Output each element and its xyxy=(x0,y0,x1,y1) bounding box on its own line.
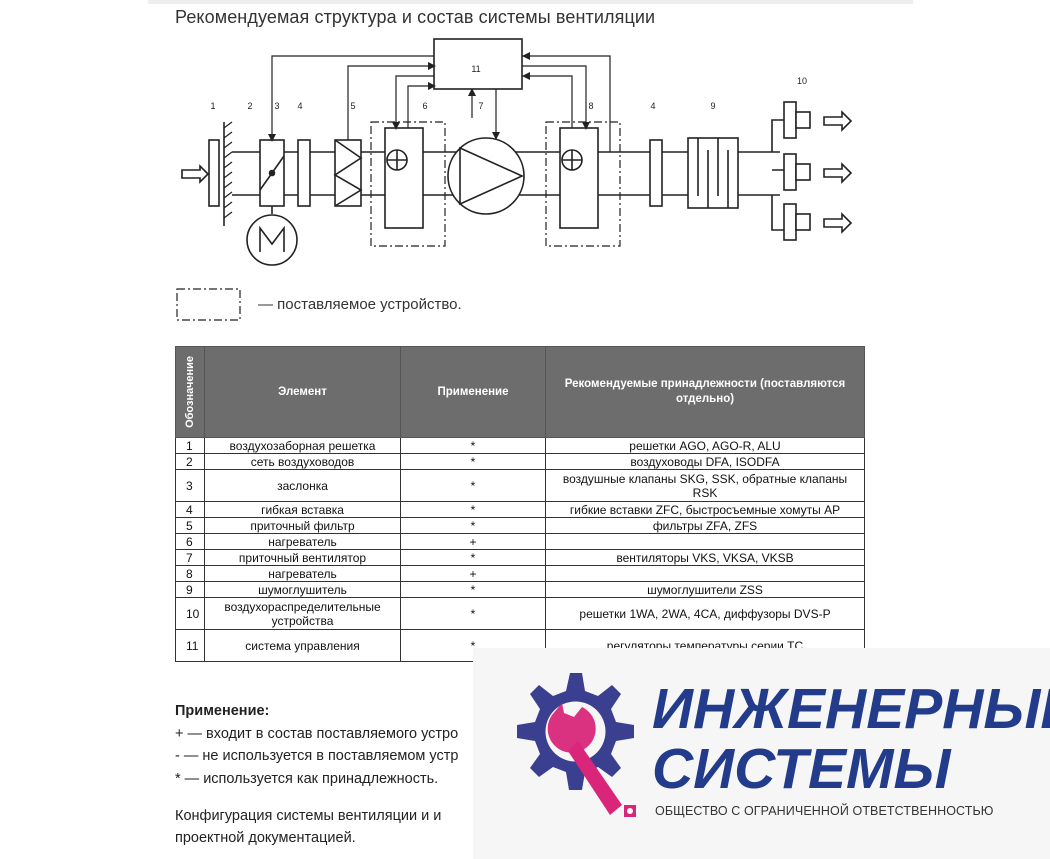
table-header-row: Обозначение Элемент Применение Рекоменду… xyxy=(175,346,865,438)
cell-app: + xyxy=(400,533,546,550)
cell-acc: решетки AGO, AGO-R, ALU xyxy=(545,437,865,454)
diagram-label-4: 4 xyxy=(297,101,302,111)
ventilation-schematic: 1 2 3 4 5 6 7 8 4 9 10 11 xyxy=(176,38,853,321)
cell-num: 1 xyxy=(175,437,205,454)
table-row: 9 шумоглушитель * шумоглушители ZSS xyxy=(175,581,865,598)
notes: Применение: + — входит в состав поставля… xyxy=(175,700,458,790)
cell-app: + xyxy=(400,565,546,582)
cell-acc: решетки 1WA, 2WA, 4CA, диффузоры DVS-P xyxy=(545,597,865,630)
footer-line-1: Конфигурация системы вентиляции и и xyxy=(175,808,442,824)
cell-element: гибкая вставка xyxy=(204,501,401,518)
logo-subtitle: ОБЩЕСТВО С ОГРАНИЧЕННОЙ ОТВЕТСТВЕННОСТЬЮ xyxy=(655,804,994,818)
cell-num: 7 xyxy=(175,549,205,566)
top-divider xyxy=(148,0,913,4)
cell-num: 2 xyxy=(175,453,205,470)
cell-num: 11 xyxy=(175,629,205,662)
diagram-label-5: 5 xyxy=(350,101,355,111)
table-row: 4 гибкая вставка * гибкие вставки ZFC, б… xyxy=(175,501,865,518)
logo-name-line1: ИНЖЕНЕРНЫЕ xyxy=(652,677,1050,741)
footer-line-2: проектной документацией. xyxy=(175,830,356,846)
cell-num: 10 xyxy=(175,597,205,630)
diagram-label-9: 9 xyxy=(710,101,715,111)
table-row: 3 заслонка * воздушные клапаны SKG, SSK,… xyxy=(175,469,865,502)
cell-element: приточный фильтр xyxy=(204,517,401,534)
table-row: 10 воздухораспределительные устройства *… xyxy=(175,597,865,630)
cell-num: 5 xyxy=(175,517,205,534)
footer-text: Конфигурация системы вентиляции и и прое… xyxy=(175,805,441,849)
note-minus: - — не используется в поставляемом устр xyxy=(175,748,459,764)
cell-num: 4 xyxy=(175,501,205,518)
spec-table: Обозначение Элемент Применение Рекоменду… xyxy=(175,346,865,662)
cell-acc xyxy=(545,533,865,550)
cell-element: заслонка xyxy=(204,469,401,502)
table-row: 6 нагреватель + xyxy=(175,533,865,550)
cell-element: сеть воздуховодов xyxy=(204,453,401,470)
cell-app: * xyxy=(400,437,546,454)
table-row: 2 сеть воздуховодов * воздуховоды DFA, I… xyxy=(175,453,865,470)
cell-acc: шумоглушители ZSS xyxy=(545,581,865,598)
cell-acc: воздуховоды DFA, ISODFA xyxy=(545,453,865,470)
note-plus: + — входит в состав поставляемого устро xyxy=(175,725,459,742)
diagram-label-7: 7 xyxy=(478,101,483,111)
diagram-label-6: 6 xyxy=(422,101,427,111)
cell-app: * xyxy=(400,517,546,534)
page-title: Рекомендуемая структура и состав системы… xyxy=(175,7,656,27)
cell-element: система управления xyxy=(204,629,401,662)
cell-app: * xyxy=(400,597,546,630)
diagram-label-8: 8 xyxy=(588,101,593,111)
header-accessories: Рекомендуемые принадлежности (поставляют… xyxy=(545,346,865,438)
table-row: 1 воздухозаборная решетка * решетки AGO,… xyxy=(175,437,865,454)
cell-num: 6 xyxy=(175,533,205,550)
cell-element: воздухозаборная решетка xyxy=(204,437,401,454)
cell-element: нагреватель xyxy=(204,565,401,582)
table-row: 8 нагреватель + xyxy=(175,565,865,582)
cell-acc: гибкие вставки ZFC, быстросъемные хомуты… xyxy=(545,501,865,518)
cell-app: * xyxy=(400,581,546,598)
header-element: Элемент xyxy=(204,346,401,438)
diagram-label-3: 3 xyxy=(274,101,279,111)
cell-app: * xyxy=(400,453,546,470)
cell-acc: фильтры ZFA, ZFS xyxy=(545,517,865,534)
gear-wrench-logo-icon xyxy=(517,673,636,817)
cell-element: приточный вентилятор xyxy=(204,549,401,566)
notes-heading: Применение: xyxy=(175,703,270,719)
cell-num: 9 xyxy=(175,581,205,598)
cell-num: 8 xyxy=(175,565,205,582)
cell-app: * xyxy=(400,501,546,518)
note-star: * — используется как принадлежность. xyxy=(175,770,439,787)
header-designation: Обозначение xyxy=(175,346,205,438)
legend-text: — поставляемое устройство. xyxy=(258,296,462,313)
diagram-label-11: 11 xyxy=(471,64,480,74)
cell-app: * xyxy=(400,549,546,566)
cell-app: * xyxy=(400,469,546,502)
diagram-label-1: 1 xyxy=(210,101,215,111)
cell-acc: вентиляторы VKS, VKSA, VKSB xyxy=(545,549,865,566)
cell-acc: воздушные клапаны SKG, SSK, обратные кла… xyxy=(545,469,865,502)
cell-element: воздухораспределительные устройства xyxy=(204,597,401,630)
header-application: Применение xyxy=(400,346,546,438)
logo-name-line2: СИСТЕМЫ xyxy=(652,737,951,801)
cell-element: шумоглушитель xyxy=(204,581,401,598)
table-row: 7 приточный вентилятор * вентиляторы VKS… xyxy=(175,549,865,566)
diagram-label-4b: 4 xyxy=(650,101,655,111)
diagram-label-10: 10 xyxy=(797,76,807,86)
table-row: 5 приточный фильтр * фильтры ZFA, ZFS xyxy=(175,517,865,534)
diagram-label-2: 2 xyxy=(247,101,252,111)
cell-element: нагреватель xyxy=(204,533,401,550)
cell-num: 3 xyxy=(175,469,205,502)
cell-acc xyxy=(545,565,865,582)
